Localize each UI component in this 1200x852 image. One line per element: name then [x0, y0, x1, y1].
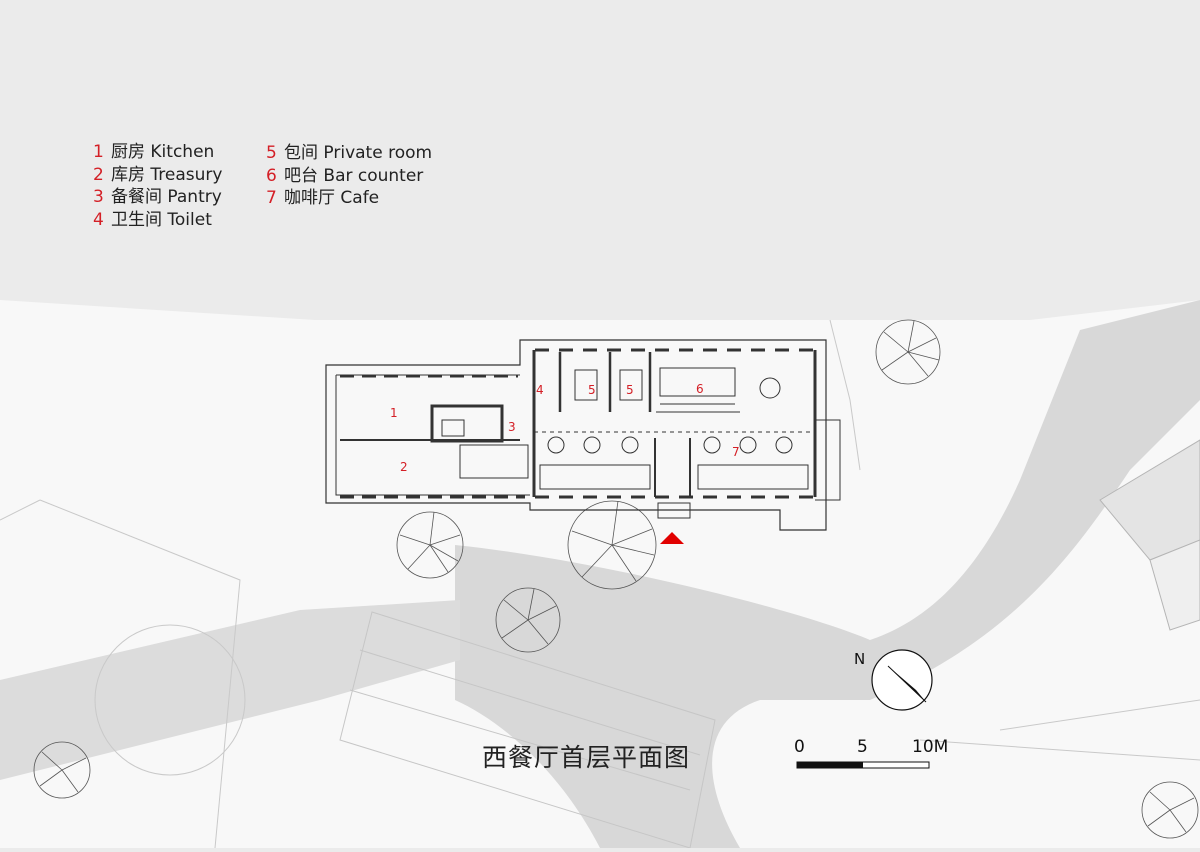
legend-number: 4	[93, 209, 104, 230]
legend-column-1: 1 厨房 Kitchen 2 库房 Treasury 3 备餐间 Pantry 4 卫生…	[93, 141, 222, 231]
room-label: 6	[696, 382, 704, 396]
scale-bar	[796, 761, 930, 769]
scale-label-10m: 10M	[912, 737, 949, 757]
room-label: 4	[536, 383, 544, 397]
legend-en: Toilet	[167, 209, 212, 230]
legend-number: 6	[266, 165, 277, 186]
legend-number: 3	[93, 187, 104, 207]
room-label: 1	[390, 406, 398, 420]
north-label: N	[854, 650, 866, 668]
room-label: 2	[400, 460, 408, 474]
legend-cn: 包间	[284, 143, 318, 163]
legend-item: 1 厨房 Kitchen	[93, 141, 222, 164]
legend-number: 2	[93, 164, 104, 185]
legend-en: Treasury	[150, 164, 223, 185]
legend-en: Kitchen	[150, 142, 215, 162]
floor-plan	[325, 339, 841, 531]
legend-cn: 吧台	[284, 165, 318, 186]
legend-en: Pantry	[167, 187, 222, 207]
room-label: 7	[732, 445, 740, 459]
tree	[33, 741, 91, 799]
legend-cn: 厨房	[111, 142, 145, 162]
room-label: 3	[508, 420, 516, 434]
north-arrow-icon	[871, 649, 933, 711]
legend-en: Private room	[323, 143, 433, 163]
legend-number: 7	[266, 188, 277, 208]
legend-en: Cafe	[340, 188, 380, 208]
room-labels: 1 2 3 4 5 5 6 7	[390, 382, 740, 474]
tree	[396, 511, 464, 579]
tree	[495, 587, 561, 653]
entrance-arrow-icon	[660, 532, 684, 544]
legend-number: 1	[93, 142, 104, 162]
scale-label-0: 0	[794, 737, 805, 757]
hatched-building-right	[1099, 439, 1200, 631]
legend-number: 5	[266, 143, 277, 163]
legend-cn: 卫生间	[111, 209, 162, 230]
tree	[567, 500, 657, 590]
legend-en: Bar counter	[323, 165, 424, 186]
drawing-title: 西餐厅首层平面图	[482, 743, 691, 772]
legend-item: 5 包间 Private room	[266, 142, 432, 165]
site-ground	[0, 300, 1200, 849]
legend-cn: 咖啡厅	[284, 188, 335, 208]
legend-column-2: 5 包间 Private room 6 吧台 Bar counter 7 咖啡厅 Ca…	[266, 142, 432, 210]
legend-item: 6 吧台 Bar counter	[266, 165, 432, 188]
legend-item: 4 卫生间 Toilet	[93, 209, 222, 232]
legend-item: 2 库房 Treasury	[93, 164, 222, 187]
tree	[875, 319, 941, 385]
room-label: 5	[626, 383, 634, 397]
room-label: 5	[588, 383, 596, 397]
tree	[1141, 781, 1199, 839]
legend-cn: 备餐间	[111, 187, 162, 207]
cafe-tables	[539, 377, 809, 490]
legend-cn: 库房	[111, 164, 145, 185]
trees	[33, 319, 1199, 839]
legend-item: 7 咖啡厅 Cafe	[266, 187, 432, 210]
scale-label-5: 5	[857, 737, 868, 757]
legend-item: 3 备餐间 Pantry	[93, 186, 222, 209]
